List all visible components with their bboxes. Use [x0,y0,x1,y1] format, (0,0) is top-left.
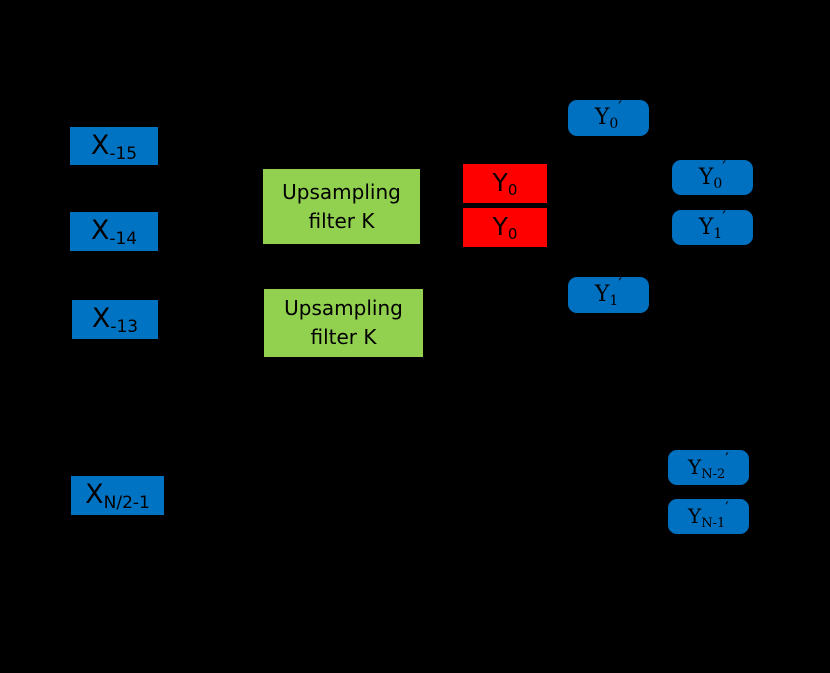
block-yn-1-prime-right[interactable]: YN-1′ [668,499,749,534]
block-x-minus-13[interactable]: X-13 [72,300,158,339]
block-label: YN-1′ [688,498,729,531]
block-y0-red-upper[interactable]: Y0 [463,164,547,203]
filter-line-1: Upsampling [284,296,403,320]
block-y1-prime-mid[interactable]: Y1′ [568,277,649,313]
block-label: Y0′ [698,157,727,192]
block-x-minus-15[interactable]: X-15 [70,127,158,165]
block-label: Y0 [492,212,518,244]
block-y0-prime-top[interactable]: Y0′ [568,100,649,136]
filter-line-1: Upsampling [282,179,401,204]
block-label: X-13 [91,303,139,338]
block-x-minus-14[interactable]: X-14 [70,212,158,251]
block-label: Y1′ [698,207,727,242]
block-y0-prime-right[interactable]: Y0′ [672,157,753,195]
filter-line-2: filter K [310,325,377,349]
block-label: Upsampling filter K [284,294,403,352]
block-label: Upsampling filter K [282,178,401,236]
block-x-n-half-minus-1[interactable]: XN/2-1 [71,476,164,515]
block-label: X-15 [90,129,138,164]
block-label: Y0 [492,168,518,200]
block-upsampling-filter-k-1[interactable]: Upsampling filter K [263,169,420,244]
block-yn-2-prime-right[interactable]: YN-2′ [668,450,749,485]
block-label: YN-2′ [688,449,729,482]
block-upsampling-filter-k-2[interactable]: Upsampling filter K [264,289,423,357]
block-y1-prime-right[interactable]: Y1′ [672,207,753,245]
filter-line-2: filter K [308,208,375,233]
block-label: X-14 [90,215,138,250]
block-label: XN/2-1 [85,479,150,514]
block-label: Y1′ [594,275,623,310]
block-y0-red-lower[interactable]: Y0 [463,208,547,247]
block-label: Y0′ [594,98,623,133]
